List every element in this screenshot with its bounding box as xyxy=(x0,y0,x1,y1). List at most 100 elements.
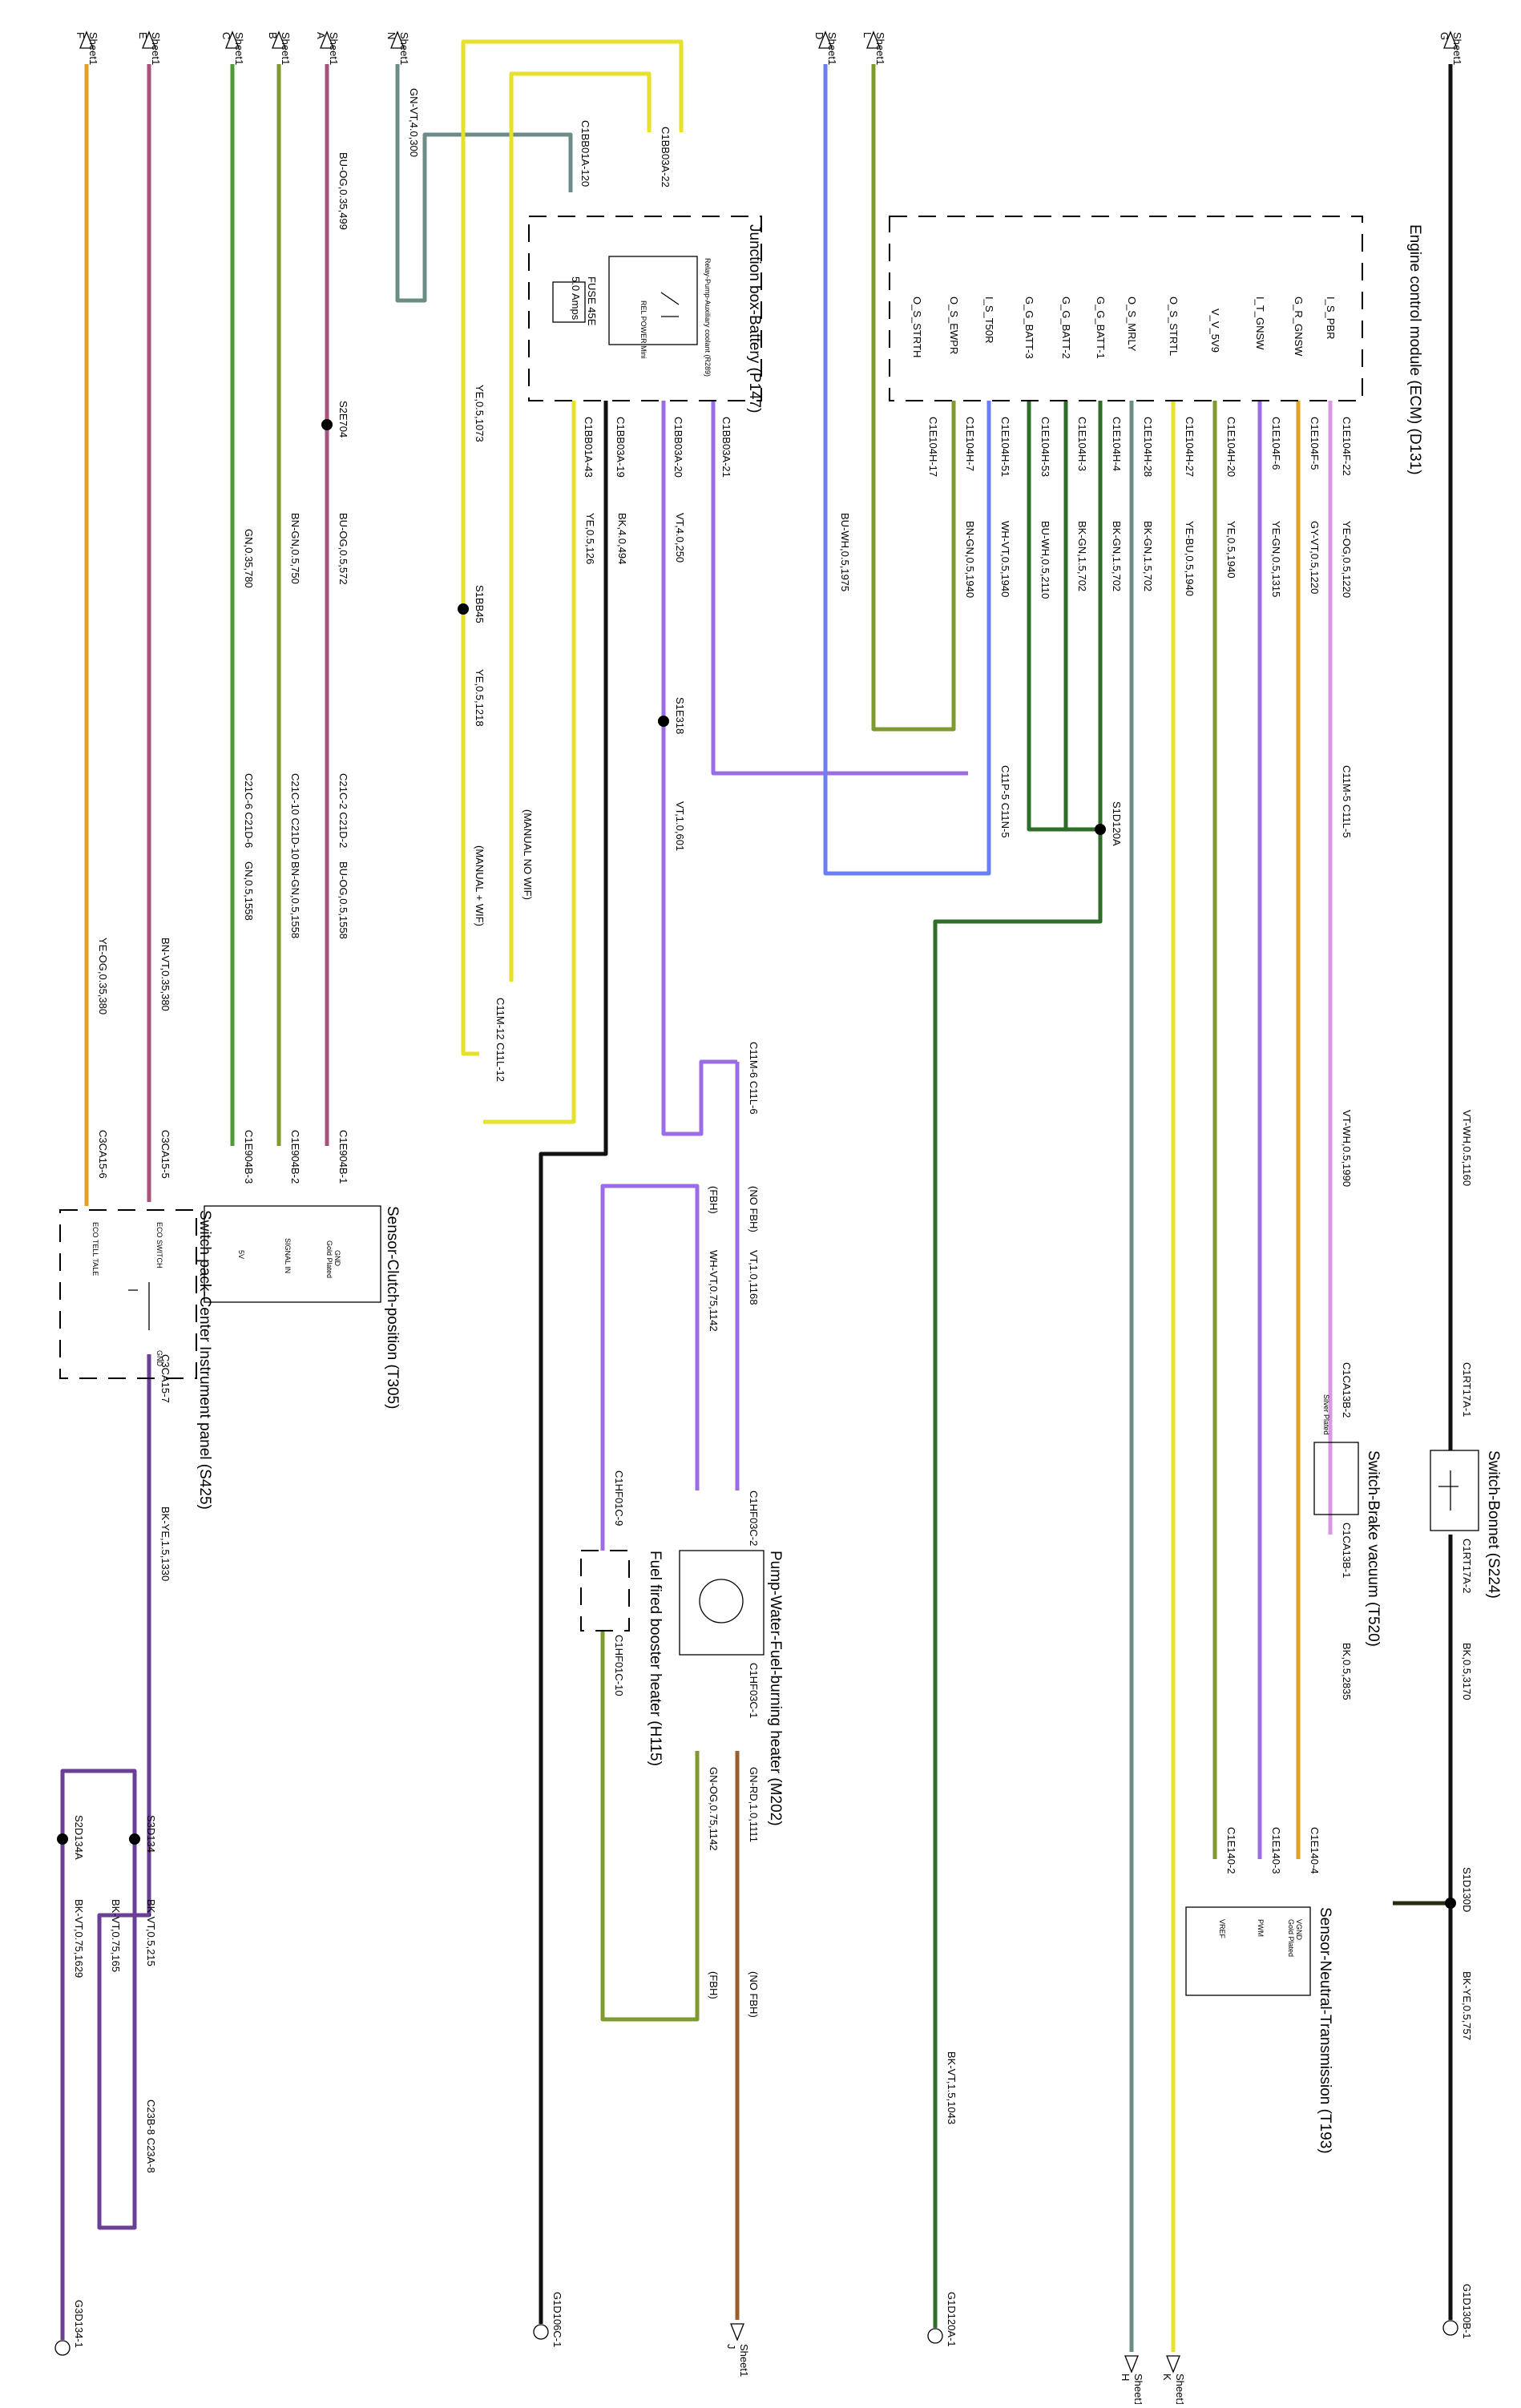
sheet-ref-sheet: Sheet1 xyxy=(328,32,340,65)
sheet-arrow-H xyxy=(1124,2355,1139,2374)
ground-label: G3D134-1 xyxy=(73,2300,85,2348)
wire-code: BK,4.0,494 xyxy=(616,513,628,564)
wire-code: GN-OG,0.75,1142 xyxy=(708,1767,720,1851)
sheet-arrow-A xyxy=(320,30,334,49)
connector-label: C1RT17A-1 xyxy=(1461,1362,1473,1417)
connector-label: C1BB01A-120 xyxy=(579,120,591,187)
connector-label: C1E904B-3 xyxy=(243,1130,255,1184)
ground-icon xyxy=(927,2328,943,2344)
relay-subtitle: REL POWER Mini xyxy=(639,300,648,359)
connector-label: C1E104H-4 xyxy=(1111,417,1123,471)
wire-code: VT,1.0,1168 xyxy=(748,1250,760,1305)
wire-gn-vt xyxy=(395,64,573,303)
bonnet-title: Switch-Bonnet (S224) xyxy=(1485,1450,1502,1599)
sheet-ref-sheet: Sheet1 xyxy=(280,32,292,65)
switchpack-pin: GND xyxy=(155,1350,163,1367)
wire-bu-wh-1975 xyxy=(823,64,991,876)
ground-icon xyxy=(533,2324,549,2340)
switchpack-title: Switch pack-Center Instrument panel (S42… xyxy=(196,1210,213,1510)
neutral-title: Sensor-Neutral-Transmission (T193) xyxy=(1317,1907,1333,2154)
wire-code: YE,0.5,1073 xyxy=(474,385,486,442)
sheet-ref-sheet: Sheet1 xyxy=(1132,2374,1144,2404)
wire-code: VT,1.0,601 xyxy=(674,801,686,851)
wire-code: BN-VT,0.35,380 xyxy=(159,938,171,1011)
sheet-ref-label: N xyxy=(385,32,397,39)
neutral-pin: VREF xyxy=(1218,1919,1226,1939)
ecm-pin: G_G_BATT-3 xyxy=(1023,296,1035,359)
clutch-pin: 5V xyxy=(237,1250,245,1259)
variant-note: (MANUAL NO WIF) xyxy=(522,809,534,900)
ecm-pin: I_T_GNSW xyxy=(1254,296,1266,350)
jbox-title: Junction box-Battery (P147) xyxy=(746,224,763,413)
sheet-arrow-K xyxy=(1166,2355,1180,2374)
wire-code: BK-YE,0.5,757 xyxy=(1461,1971,1473,2040)
fuse-label: FUSE 45E xyxy=(586,276,598,326)
connector-label: C1E104F-5 xyxy=(1309,417,1321,470)
ground-symbols xyxy=(54,2320,1458,2356)
wire-code: GN-RD,1.0,1111 xyxy=(748,1767,760,1842)
sheet-arrow-G xyxy=(1443,30,1458,49)
sheet-ref-label: A xyxy=(315,32,327,39)
pump-box xyxy=(679,1550,765,1656)
connector-label: C11M-6 C11L-6 xyxy=(748,1042,760,1115)
wire-bk-gn-702 xyxy=(933,401,1103,2328)
connector-label: C1HF03C-2 xyxy=(748,1490,760,1546)
connector-label: C3CA15-6 xyxy=(97,1130,109,1179)
heater-title: Fuel fired booster heater (H115) xyxy=(647,1551,664,1766)
bonnet-contact-icon xyxy=(1438,1470,1458,1511)
connector-label: C1CA13B-2 xyxy=(1341,1362,1353,1418)
connector-label: C1E104H-51 xyxy=(999,417,1011,477)
eco-switch-icon xyxy=(128,1282,150,1330)
sheet-ref-sheet: Sheet1 xyxy=(87,32,99,65)
splice-dot xyxy=(1445,1898,1456,1909)
wire-code: BN-GN,0.5,1558 xyxy=(289,861,301,938)
splice-label: S1E318 xyxy=(674,697,686,734)
splice-label: S1D130D xyxy=(1461,1867,1473,1912)
variant-note: (MANUAL + WIF) xyxy=(474,845,486,926)
sheet-ref-label: E xyxy=(137,32,149,39)
variant-note: (FBH) xyxy=(708,1186,720,1214)
neutral-pin: VGND xyxy=(1295,1919,1303,1941)
wire-code: GN-VT,4.0,300 xyxy=(408,88,420,157)
wire-bk-vt xyxy=(60,1354,151,2340)
wire-ye-1218 xyxy=(509,71,652,982)
connector-label: C1E104F-6 xyxy=(1270,417,1282,470)
wire-code: WH-VT,0.5,1940 xyxy=(999,521,1011,597)
splice-label: S1D120A xyxy=(1111,801,1123,846)
ecm-pin: G_R_GNSW xyxy=(1293,296,1305,357)
wire-code: YE-OG,0.35,380 xyxy=(97,938,109,1014)
sheet-ref-sheet: Sheet1 xyxy=(738,2344,750,2377)
wire-set xyxy=(60,39,1453,2352)
splice-dot xyxy=(1095,824,1106,835)
brake-title: Switch-Brake vacuum (T520) xyxy=(1365,1450,1382,1647)
wire-code: GN,0.35,780 xyxy=(243,529,255,588)
sheet-ref-label: F xyxy=(75,32,87,38)
wire-code: YE-GN,0.5,1315 xyxy=(1270,521,1282,597)
splice-dot xyxy=(458,603,469,615)
wire-code: GN,0.5,1558 xyxy=(243,861,255,921)
connector-label: C1E140-3 xyxy=(1270,1827,1282,1874)
connector-label: C1CA13B-1 xyxy=(1341,1523,1353,1578)
clutch-title: Sensor-Clutch-position (T305) xyxy=(384,1206,401,1409)
sheet-arrow-C xyxy=(225,30,240,49)
wire-code: BU-WH,0.5,1975 xyxy=(839,513,851,591)
ecm-pin: I_S_T50R xyxy=(983,296,995,344)
wire-wh-vt-1142 xyxy=(600,1184,700,1551)
sheet-ref-label: K xyxy=(1161,2374,1173,2381)
sheet-ref-label: B xyxy=(267,32,279,39)
ecm-pin: G_G_BATT-1 xyxy=(1095,296,1107,359)
connector-label: C1HF01C-9 xyxy=(613,1470,625,1526)
wire-code: BK-VT,0.75,1629 xyxy=(73,1899,85,1978)
connector-label: C1E104H-17 xyxy=(927,417,939,477)
connector-label: C3CA15-7 xyxy=(159,1354,171,1403)
connector-label: C1BB03A-20 xyxy=(672,417,684,478)
wire-code: BK-YE,1.5,1330 xyxy=(159,1507,171,1581)
pump-title: Pump-Water-Fuel-burning heater (M202) xyxy=(767,1551,784,1826)
connector-label: C3CA15-5 xyxy=(159,1130,171,1179)
sheet-ref-label: C xyxy=(220,32,232,39)
neutral-sensor-box xyxy=(1185,1906,1311,1996)
switchpack-pin: ECO SWITCH xyxy=(155,1222,163,1269)
sheet-ref-label: D xyxy=(813,32,825,39)
connector-label: C1E904B-2 xyxy=(289,1130,301,1184)
connector-label: C1HF01C-10 xyxy=(613,1635,625,1696)
